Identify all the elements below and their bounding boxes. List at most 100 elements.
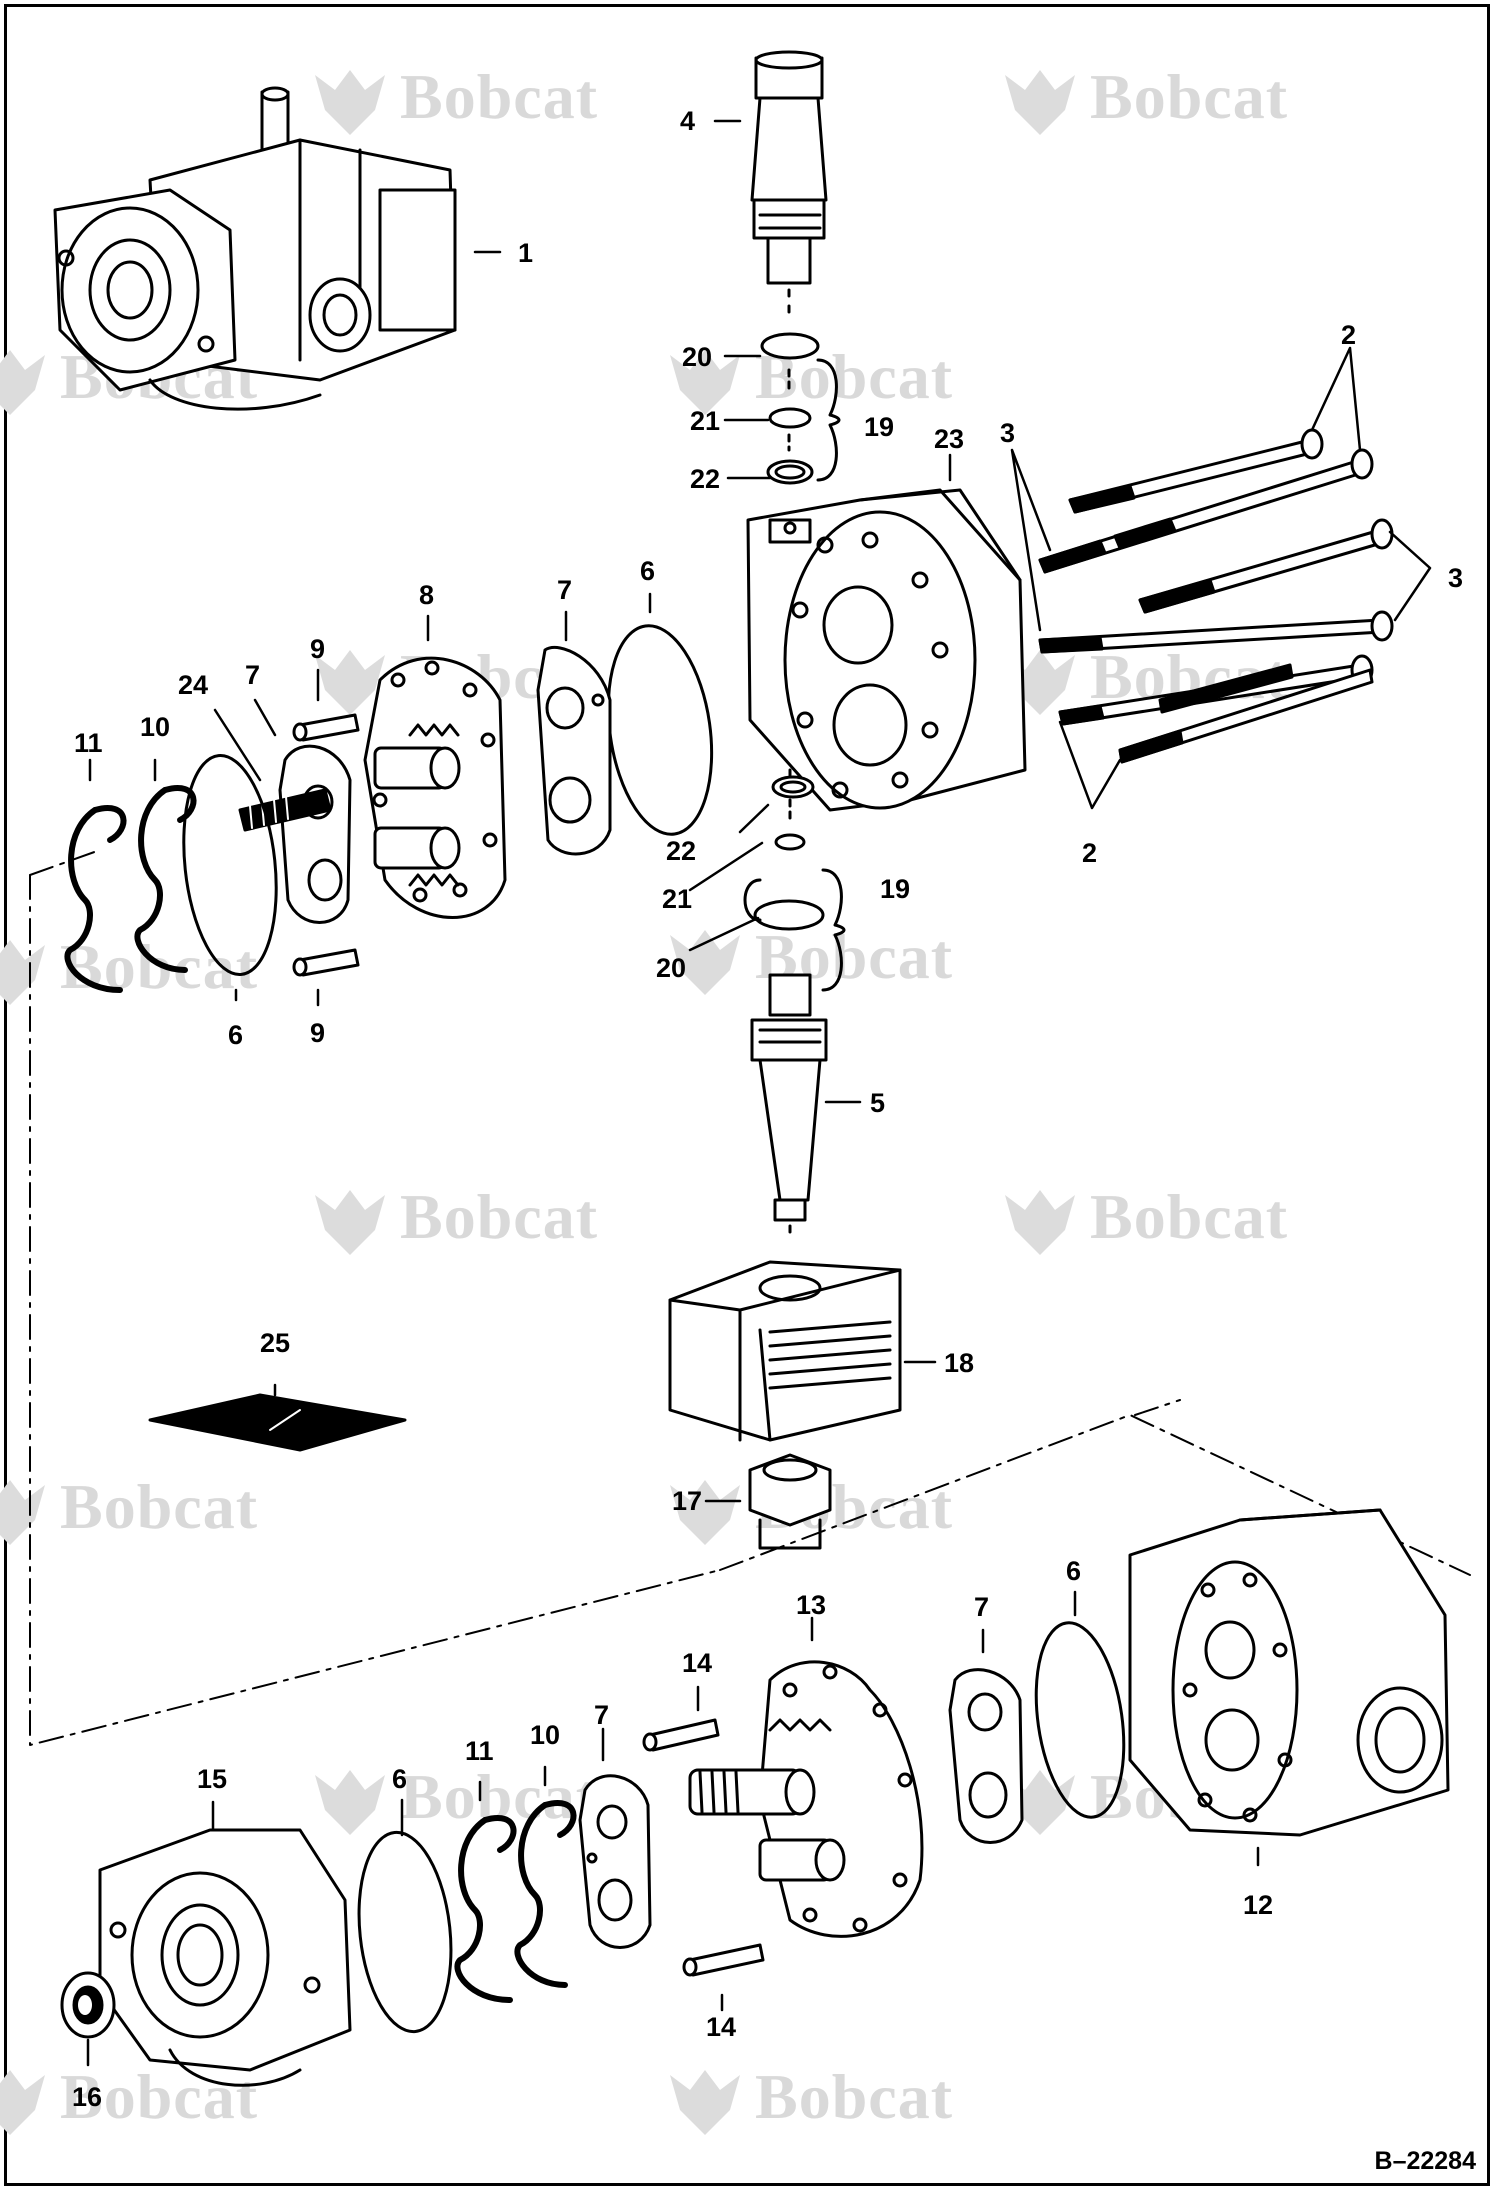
watermark-logo-icon bbox=[995, 55, 1085, 145]
part-14-dowels bbox=[642, 1718, 765, 1977]
callout-7-lower-left: 7 bbox=[594, 1700, 610, 1730]
watermark-logo-icon bbox=[305, 1175, 395, 1265]
watermark-text: Bobcat bbox=[60, 1471, 258, 1542]
callout-17: 17 bbox=[672, 1486, 703, 1516]
watermark-text: Bobcat bbox=[400, 61, 598, 132]
part-24-shaft bbox=[238, 788, 332, 832]
callout-23: 23 bbox=[934, 424, 965, 454]
callout-14-bottom: 14 bbox=[706, 2012, 737, 2042]
callout-19-upper: 19 bbox=[864, 412, 895, 442]
bolt-3-mid bbox=[1138, 518, 1394, 614]
callout-20-upper: 20 bbox=[682, 342, 713, 372]
part-6-upper-seal bbox=[606, 624, 714, 836]
callout-5: 5 bbox=[870, 1088, 886, 1118]
callout-13: 13 bbox=[796, 1590, 827, 1620]
callout-3-left: 3 bbox=[1000, 418, 1016, 448]
callout-6-lower-left: 6 bbox=[392, 1764, 408, 1794]
bolt-2-upper bbox=[1068, 428, 1324, 514]
part-4-relief-valve bbox=[750, 50, 828, 318]
callout-1: 1 bbox=[518, 238, 534, 268]
part-7-lower-left-plate bbox=[578, 1774, 652, 1949]
watermark-logo-icon bbox=[660, 915, 750, 1005]
callout-21-upper: 21 bbox=[690, 406, 721, 436]
bolt-group bbox=[1038, 428, 1394, 764]
part-7-upper-plate bbox=[536, 645, 612, 856]
watermark-text: Bobcat bbox=[60, 2061, 258, 2132]
callout-9-bottom: 9 bbox=[310, 1018, 326, 1048]
part-6-left-seal bbox=[182, 754, 278, 976]
watermark-text: Bobcat bbox=[1090, 1181, 1288, 1252]
callout-9-top: 9 bbox=[310, 634, 326, 664]
watermark-logo-icon bbox=[305, 55, 395, 145]
assembly-lines bbox=[29, 849, 1471, 1746]
part-10-11-lower-seals bbox=[454, 1800, 577, 2003]
bolt-leader-lines bbox=[1010, 346, 1432, 810]
watermark-logo-icon bbox=[305, 1755, 395, 1845]
callout-6-upper: 6 bbox=[640, 556, 656, 586]
part-8-gear-housing bbox=[363, 656, 507, 919]
part-7-second-plate bbox=[278, 744, 352, 924]
part-16-shaft-seal bbox=[60, 1971, 116, 2039]
callout-22-upper: 22 bbox=[690, 464, 721, 494]
callout-7-left: 7 bbox=[245, 660, 261, 690]
callout-4: 4 bbox=[680, 106, 696, 136]
bolt-3-lower bbox=[1038, 610, 1394, 654]
watermark-logo-icon bbox=[0, 925, 55, 1015]
callout-15: 15 bbox=[197, 1764, 228, 1794]
seal-stack-upper bbox=[760, 332, 841, 485]
callout-leaders bbox=[86, 119, 1260, 2067]
part-18-solenoid bbox=[668, 1260, 902, 1442]
callout-24: 24 bbox=[178, 670, 209, 700]
watermark-logo-icon bbox=[0, 1465, 55, 1555]
watermark-logo-icon bbox=[995, 1175, 1085, 1265]
watermark-logo-icon bbox=[660, 2055, 750, 2145]
watermark-logo-icon bbox=[995, 635, 1085, 725]
callout-19-lower: 19 bbox=[880, 874, 911, 904]
callout-3-right: 3 bbox=[1448, 563, 1464, 593]
bolt-extra bbox=[1158, 663, 1294, 714]
callout-2-top: 2 bbox=[1341, 320, 1357, 350]
callout-12: 12 bbox=[1243, 1890, 1274, 1920]
callout-6-left: 6 bbox=[228, 1020, 244, 1050]
part-15-front-cover bbox=[98, 1828, 352, 2087]
document-id: B–22284 bbox=[1374, 2147, 1476, 2175]
watermark-logo-icon bbox=[305, 635, 395, 725]
watermark-text: Bobcat bbox=[400, 1181, 598, 1252]
callout-14-top: 14 bbox=[682, 1648, 713, 1678]
callout-2-bottom: 2 bbox=[1082, 838, 1098, 868]
callout-22-lower: 22 bbox=[666, 836, 697, 866]
callout-25: 25 bbox=[260, 1328, 291, 1358]
callout-16: 16 bbox=[72, 2082, 103, 2112]
watermark-logo-icon bbox=[0, 335, 55, 425]
bolt-3-upper bbox=[1038, 448, 1374, 574]
part-6-lower-left-seal bbox=[357, 1830, 453, 2034]
part-9-dowels bbox=[292, 713, 360, 977]
part-5-valve-spool bbox=[743, 768, 846, 1238]
callout-11-upper: 11 bbox=[74, 728, 103, 758]
bolt-2-lower-b bbox=[1118, 668, 1374, 764]
part-12-rear-housing bbox=[1128, 1508, 1450, 1837]
callout-8: 8 bbox=[419, 580, 435, 610]
callout-21-lower: 21 bbox=[662, 884, 693, 914]
callout-10-lower: 10 bbox=[530, 1720, 561, 1750]
callout-7-lower-right: 7 bbox=[974, 1592, 990, 1622]
watermark-logo-icon bbox=[660, 1465, 750, 1555]
part-13-gear-housing bbox=[688, 1660, 924, 1938]
part-7-lower-right-plate bbox=[948, 1668, 1024, 1844]
callout-6-lower-right: 6 bbox=[1066, 1556, 1082, 1586]
callout-20-lower: 20 bbox=[656, 953, 687, 983]
callout-10-upper: 10 bbox=[140, 712, 171, 742]
callout-7-upper: 7 bbox=[557, 575, 573, 605]
watermark-logo-icon bbox=[660, 335, 750, 425]
part-17-nut bbox=[748, 1453, 832, 1550]
part-1-pump-assembly bbox=[53, 86, 457, 411]
callout-11-lower: 11 bbox=[465, 1736, 494, 1766]
watermark-text: Bobcat bbox=[1090, 61, 1288, 132]
part-25-decal bbox=[148, 1393, 407, 1452]
watermark-logo-icon bbox=[0, 2055, 55, 2145]
watermark-text: Bobcat bbox=[755, 2061, 953, 2132]
watermark-logo-icon bbox=[995, 1755, 1085, 1845]
part-10-11-upper-seals bbox=[64, 785, 197, 993]
part-6-lower-right-seal bbox=[1034, 1621, 1126, 1819]
